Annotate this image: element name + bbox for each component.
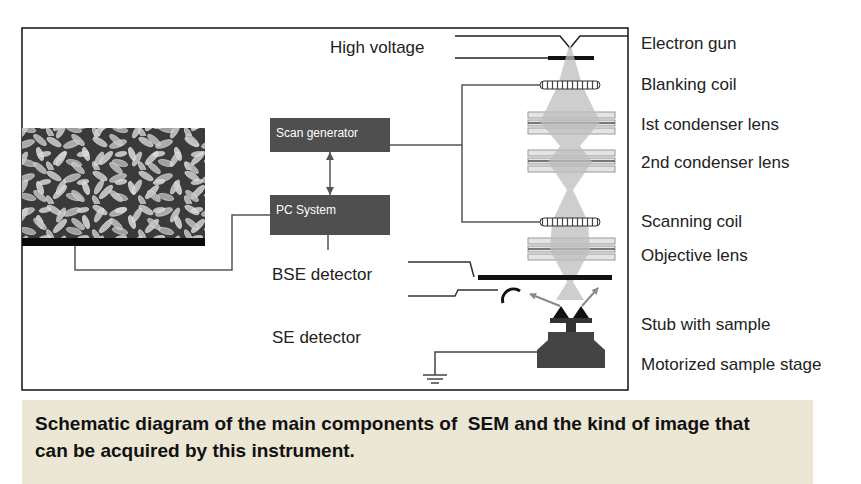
scan-wire bbox=[462, 145, 540, 222]
component-box: PC System bbox=[270, 195, 390, 235]
part-label: Motorized sample stage bbox=[641, 355, 821, 375]
sem-image-texture bbox=[22, 128, 205, 238]
sample bbox=[553, 306, 569, 318]
ground-symbol bbox=[431, 382, 439, 384]
part-label: SE detector bbox=[272, 328, 361, 348]
box-text: Scan generator bbox=[276, 126, 384, 140]
sample-stage bbox=[537, 332, 605, 368]
part-label: Electron gun bbox=[641, 34, 736, 54]
outer-frame bbox=[22, 28, 628, 390]
part-label: Objective lens bbox=[641, 246, 748, 266]
stub-pin bbox=[566, 323, 576, 332]
stub bbox=[550, 318, 592, 323]
part-label: BSE detector bbox=[272, 265, 372, 285]
ground-symbol bbox=[423, 374, 447, 376]
blanking-coil bbox=[540, 81, 600, 89]
scanning-coil bbox=[540, 218, 600, 226]
part-label: Blanking coil bbox=[641, 75, 736, 95]
scan-wire bbox=[390, 85, 540, 145]
part-label: High voltage bbox=[330, 38, 425, 58]
electron-beam bbox=[540, 46, 600, 300]
component-box: Scan generator bbox=[270, 118, 390, 152]
ground-wire bbox=[435, 352, 537, 375]
ground-symbol bbox=[427, 378, 443, 380]
bse-wire bbox=[408, 262, 474, 277]
backscatter-arrow bbox=[582, 288, 598, 306]
signal-arrow bbox=[329, 152, 331, 195]
electron-gun-filament bbox=[455, 36, 628, 48]
sem-image-databar bbox=[22, 238, 205, 246]
caption-text: Schematic diagram of the main components… bbox=[35, 410, 775, 464]
secondary-electron-arrow bbox=[530, 294, 560, 306]
part-label: Stub with sample bbox=[641, 315, 770, 335]
bse-detector-plate bbox=[478, 275, 612, 280]
detector-wire bbox=[327, 235, 329, 250]
sample bbox=[573, 306, 589, 318]
sem-image bbox=[22, 128, 205, 238]
part-label: 2nd condenser lens bbox=[641, 153, 789, 173]
box-text: PC System bbox=[276, 203, 384, 217]
part-label: Scanning coil bbox=[641, 212, 742, 232]
part-label: Ist condenser lens bbox=[641, 115, 779, 135]
se-wire bbox=[408, 290, 498, 296]
image-wire bbox=[75, 215, 270, 270]
high-voltage-wire bbox=[455, 57, 548, 59]
se-collector bbox=[503, 289, 520, 303]
